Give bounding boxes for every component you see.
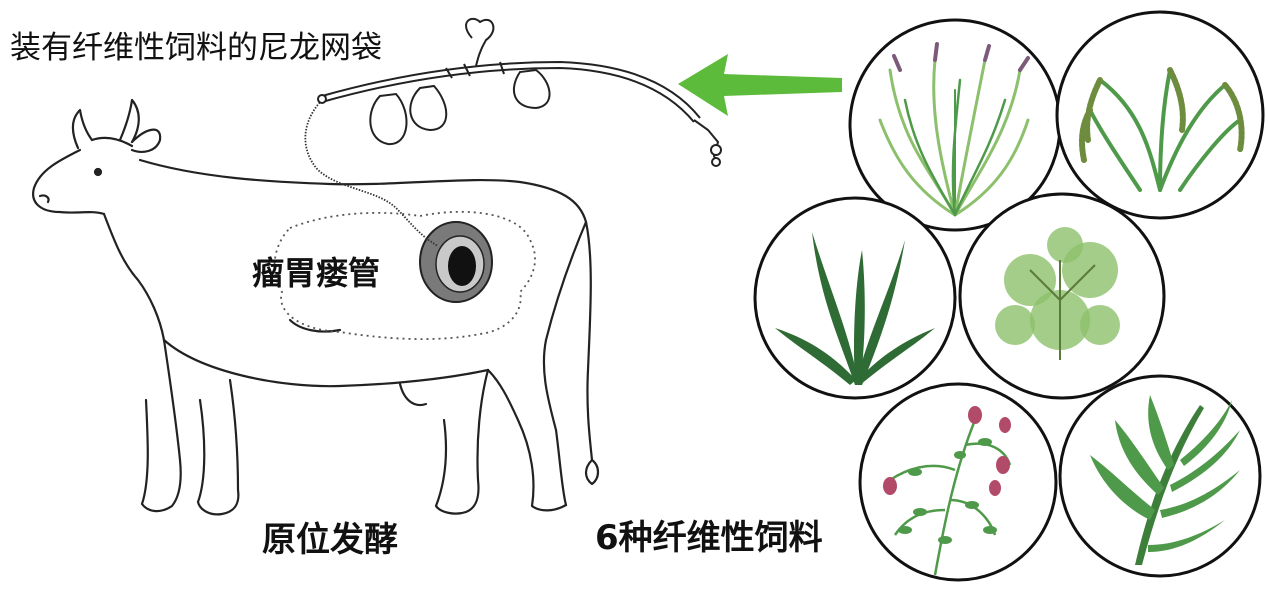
cow-outline	[33, 100, 598, 514]
plant-circle-6	[1060, 376, 1260, 576]
plant-circle-4	[960, 194, 1164, 398]
nylon-bag	[370, 19, 549, 144]
plant-circle-3	[755, 198, 955, 398]
nylon-bag-label: 装有纤维性饲料的尼龙网袋	[10, 22, 382, 67]
fistula-label: 瘤胃瘘管	[252, 248, 380, 294]
plant-circle-5	[860, 384, 1056, 580]
rumen-fistula	[420, 222, 492, 302]
in-situ-label: 原位发酵	[262, 512, 398, 561]
plant-circle-2	[1057, 12, 1263, 218]
forages-label: 6种纤维性饲料	[595, 510, 823, 559]
left-arrow	[678, 54, 842, 116]
